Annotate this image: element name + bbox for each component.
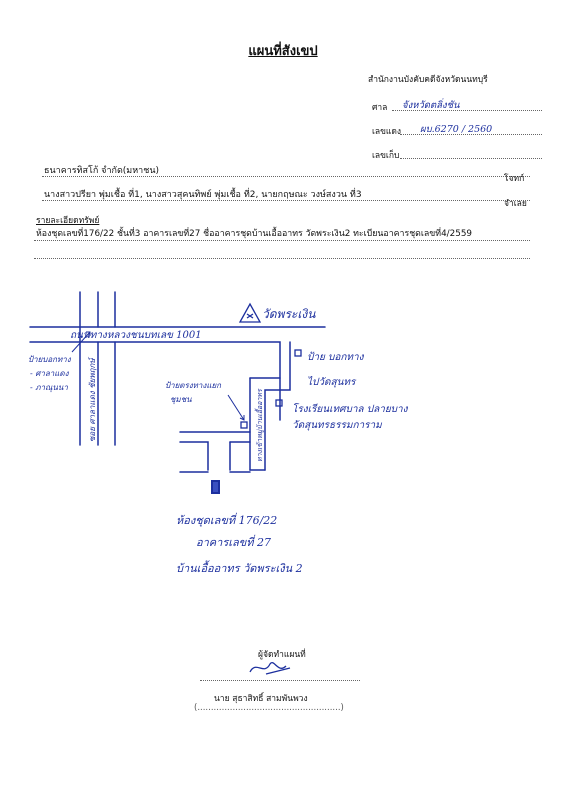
building-number-label: อาคารเลขที่ 27 bbox=[196, 534, 271, 549]
document-title: แผนที่สังเขป bbox=[248, 44, 318, 59]
plaintiff-name: ธนาคารทิสโก้ จำกัด(มหาชน) bbox=[44, 166, 160, 176]
black-no-label: เลขแดง bbox=[372, 127, 402, 137]
property-label: รายละเอียดทรัพย์ bbox=[36, 216, 100, 226]
defendant-role: จำเลย bbox=[504, 199, 527, 209]
right-sign-label: ป้าย บอกทาง bbox=[307, 351, 365, 363]
left-sign-label: ป้ายบอกทาง bbox=[28, 355, 72, 364]
temple-school-label: วัดสุนทรธรรมการาม bbox=[292, 420, 383, 431]
red-no-label: เลขเก็บ bbox=[372, 151, 400, 161]
defendant-names: นางสาวปรียา พุ่มเชื้อ ที่1, นางสาวสุคนทิ… bbox=[44, 190, 362, 200]
black-no-value: ผบ.6270 / 2560 bbox=[420, 124, 493, 135]
gate-sign-sub: ชุมชน bbox=[170, 395, 192, 405]
left-sign-item-2: - ภาณุนนา bbox=[30, 383, 68, 393]
unit-number-label: ห้องชุดเลขที่ 176/22 bbox=[176, 512, 277, 527]
map-maker-name: นาย สุธาสิทธิ์ สามพันพวง bbox=[214, 694, 308, 704]
side-road-label: ซอย ศาลาแดง ชัยพฤกษ์ bbox=[87, 356, 97, 442]
gate-sign-label: ป้ายตรงทางแยก bbox=[165, 381, 222, 390]
inner-road-label: ทางเข้าหมู่บ้านเอื้ออาทร bbox=[254, 388, 264, 462]
office-name: สำนักงานบังคับคดีจังหวัดนนทบุรี bbox=[368, 75, 488, 85]
signature-bracket: (.......................................… bbox=[194, 703, 344, 713]
signature-mark bbox=[249, 662, 291, 675]
project-name-label: บ้านเอื้ออาทร วัดพระเงิน 2 bbox=[176, 560, 303, 575]
map-maker-label: ผู้จัดทำแผนที่ bbox=[258, 650, 306, 660]
right-sign-destination: ไปวัดสุนทร bbox=[307, 376, 357, 388]
school-label: โรงเรียนเทศบาล ปลายบาง bbox=[292, 403, 409, 415]
temple-label: วัดพระเงิน bbox=[262, 307, 316, 321]
left-sign-item-1: - ศาลาแดง bbox=[30, 369, 70, 378]
plaintiff-role: โจทก์ bbox=[504, 174, 525, 184]
highway-label: ถนนทางหลวงชนบทเลข 1001 bbox=[70, 330, 202, 341]
court-label: ศาล bbox=[372, 103, 388, 113]
property-detail: ห้องชุดเลขที่176/22 ชั้นที่3 อาคารเลขที่… bbox=[36, 229, 473, 239]
court-value: จังหวัดตลิ่งชัน bbox=[402, 100, 460, 111]
